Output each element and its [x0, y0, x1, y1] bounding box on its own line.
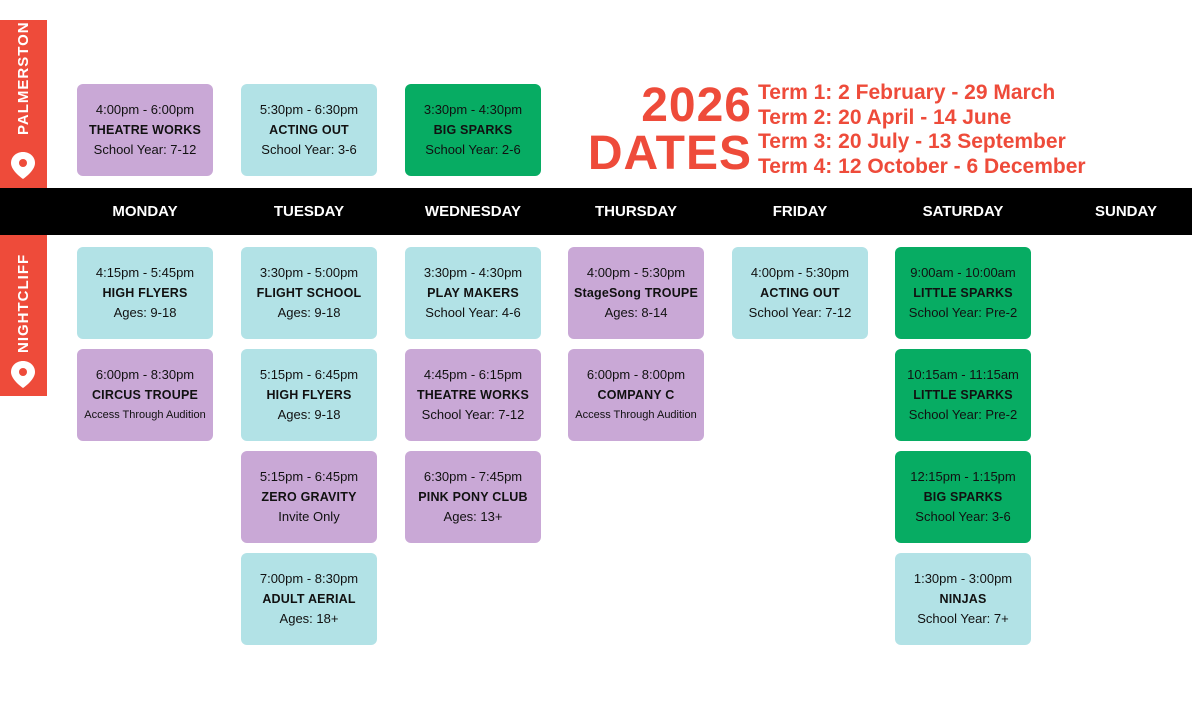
day-saturday: SATURDAY — [922, 203, 1004, 220]
class-card: 5:30pm - 6:30pm ACTING OUT School Year: … — [241, 84, 377, 176]
class-detail: Ages: 9-18 — [113, 305, 177, 320]
class-time: 5:15pm - 6:45pm — [259, 367, 359, 382]
class-name: THEATRE WORKS — [416, 388, 530, 402]
term-1: Term 1: 2 February - 29 March — [758, 81, 1056, 104]
class-card: 6:00pm - 8:30pm CIRCUS TROUPE Access Thr… — [77, 349, 213, 441]
class-name: HIGH FLYERS — [266, 388, 352, 402]
class-card: 4:00pm - 5:30pm StageSong TROUPE Ages: 8… — [568, 247, 704, 339]
class-card: 1:30pm - 3:00pm NINJAS School Year: 7+ — [895, 553, 1031, 645]
class-detail: School Year: 7-12 — [421, 407, 525, 422]
class-card: 6:00pm - 8:00pm COMPANY C Access Through… — [568, 349, 704, 441]
class-name: NINJAS — [939, 592, 987, 606]
class-detail: Access Through Audition — [84, 409, 206, 421]
class-card: 7:00pm - 8:30pm ADULT AERIAL Ages: 18+ — [241, 553, 377, 645]
day-friday: FRIDAY — [772, 203, 828, 220]
class-time: 10:15am - 11:15am — [907, 367, 1019, 382]
class-time: 3:30pm - 5:00pm — [259, 265, 359, 280]
nightcliff-tab: NIGHTCLIFF — [0, 235, 47, 396]
palmerston-label: PALMERSTON — [15, 21, 32, 135]
class-time: 12:15pm - 1:15pm — [910, 469, 1016, 484]
day-thursday: THURSDAY — [595, 203, 677, 220]
class-name: LITTLE SPARKS — [913, 286, 1013, 300]
class-card: 12:15pm - 1:15pm BIG SPARKS School Year:… — [895, 451, 1031, 543]
class-name: HIGH FLYERS — [102, 286, 188, 300]
class-detail: Ages: 18+ — [279, 611, 339, 626]
year-label: 2026 — [641, 79, 752, 132]
class-card: 3:30pm - 5:00pm FLIGHT SCHOOL Ages: 9-18 — [241, 247, 377, 339]
term-3: Term 3: 20 July - 13 September — [758, 130, 1066, 153]
class-time: 4:45pm - 6:15pm — [423, 367, 523, 382]
term-4: Term 4: 12 October - 6 December — [758, 154, 1086, 178]
term-2: Term 2: 20 April - 14 June — [758, 105, 1012, 129]
dates-heading: 2026 DATES — [572, 82, 752, 178]
class-time: 5:15pm - 6:45pm — [259, 469, 359, 484]
class-name: FLIGHT SCHOOL — [256, 286, 362, 300]
class-name: BIG SPARKS — [433, 123, 513, 137]
class-name: CIRCUS TROUPE — [91, 388, 199, 402]
class-name: LITTLE SPARKS — [913, 388, 1013, 402]
class-time: 3:30pm - 4:30pm — [423, 265, 523, 280]
class-name: PLAY MAKERS — [427, 286, 519, 300]
class-time: 6:00pm - 8:00pm — [586, 367, 686, 382]
class-card: 4:15pm - 5:45pm HIGH FLYERS Ages: 9-18 — [77, 247, 213, 339]
class-detail: Ages: 13+ — [443, 509, 503, 524]
class-detail: School Year: Pre-2 — [908, 407, 1018, 422]
class-time: 4:00pm - 5:30pm — [750, 265, 850, 280]
class-card: 6:30pm - 7:45pm PINK PONY CLUB Ages: 13+ — [405, 451, 541, 543]
class-name: ACTING OUT — [760, 286, 840, 300]
class-detail: School Year: 7-12 — [93, 142, 197, 157]
class-card: 9:00am - 10:00am LITTLE SPARKS School Ye… — [895, 247, 1031, 339]
class-time: 6:00pm - 8:30pm — [95, 367, 195, 382]
class-detail: Ages: 9-18 — [277, 305, 341, 320]
day-header-bar: MONDAY TUESDAY WEDNESDAY THURSDAY FRIDAY… — [0, 188, 1192, 235]
class-detail: School Year: 7+ — [917, 611, 1009, 626]
day-tuesday: TUESDAY — [273, 203, 345, 220]
nightcliff-label: NIGHTCLIFF — [15, 253, 32, 353]
class-name: ACTING OUT — [269, 123, 349, 137]
class-card: 5:15pm - 6:45pm HIGH FLYERS Ages: 9-18 — [241, 349, 377, 441]
class-card: 4:00pm - 5:30pm ACTING OUT School Year: … — [732, 247, 868, 339]
class-time: 4:15pm - 5:45pm — [95, 265, 195, 280]
class-time: 3:30pm - 4:30pm — [423, 102, 523, 117]
location-pin-icon — [8, 359, 38, 389]
dates-label: DATES — [587, 127, 752, 180]
palmerston-tab: PALMERSTON — [0, 20, 47, 188]
class-card: 10:15am - 11:15am LITTLE SPARKS School Y… — [895, 349, 1031, 441]
class-time: 4:00pm - 6:00pm — [95, 102, 195, 117]
class-card: 4:45pm - 6:15pm THEATRE WORKS School Yea… — [405, 349, 541, 441]
class-name: ZERO GRAVITY — [261, 490, 357, 504]
class-name: StageSong TROUPE — [573, 286, 699, 300]
class-name: COMPANY C — [597, 388, 675, 402]
class-card: 3:30pm - 4:30pm BIG SPARKS School Year: … — [405, 84, 541, 176]
class-name: BIG SPARKS — [923, 490, 1003, 504]
class-name: PINK PONY CLUB — [418, 490, 528, 504]
class-card: 4:00pm - 6:00pm THEATRE WORKS School Yea… — [77, 84, 213, 176]
class-time: 6:30pm - 7:45pm — [423, 469, 523, 484]
class-card: 3:30pm - 4:30pm PLAY MAKERS School Year:… — [405, 247, 541, 339]
class-detail: Invite Only — [278, 509, 340, 524]
class-name: THEATRE WORKS — [88, 123, 202, 137]
class-detail: School Year: 7-12 — [748, 305, 852, 320]
class-name: ADULT AERIAL — [262, 592, 356, 606]
term-dates: Term 1: 2 February - 29 March Term 2: 20… — [758, 81, 1086, 179]
class-time: 7:00pm - 8:30pm — [259, 571, 359, 586]
class-detail: Ages: 9-18 — [277, 407, 341, 422]
day-sunday: SUNDAY — [1095, 203, 1157, 220]
class-time: 5:30pm - 6:30pm — [259, 102, 359, 117]
class-detail: School Year: Pre-2 — [908, 305, 1018, 320]
class-detail: School Year: 3-6 — [915, 509, 1011, 524]
location-pin-icon — [8, 150, 38, 180]
class-time: 4:00pm - 5:30pm — [586, 265, 686, 280]
day-monday: MONDAY — [112, 203, 178, 220]
class-card: 5:15pm - 6:45pm ZERO GRAVITY Invite Only — [241, 451, 377, 543]
class-time: 9:00am - 10:00am — [910, 265, 1016, 280]
class-detail: School Year: 4-6 — [425, 305, 521, 320]
class-detail: Ages: 8-14 — [604, 305, 668, 320]
class-detail: School Year: 3-6 — [261, 142, 357, 157]
class-detail: Access Through Audition — [575, 409, 697, 421]
class-detail: School Year: 2-6 — [425, 142, 521, 157]
day-wednesday: WEDNESDAY — [424, 203, 522, 220]
class-time: 1:30pm - 3:00pm — [913, 571, 1013, 586]
